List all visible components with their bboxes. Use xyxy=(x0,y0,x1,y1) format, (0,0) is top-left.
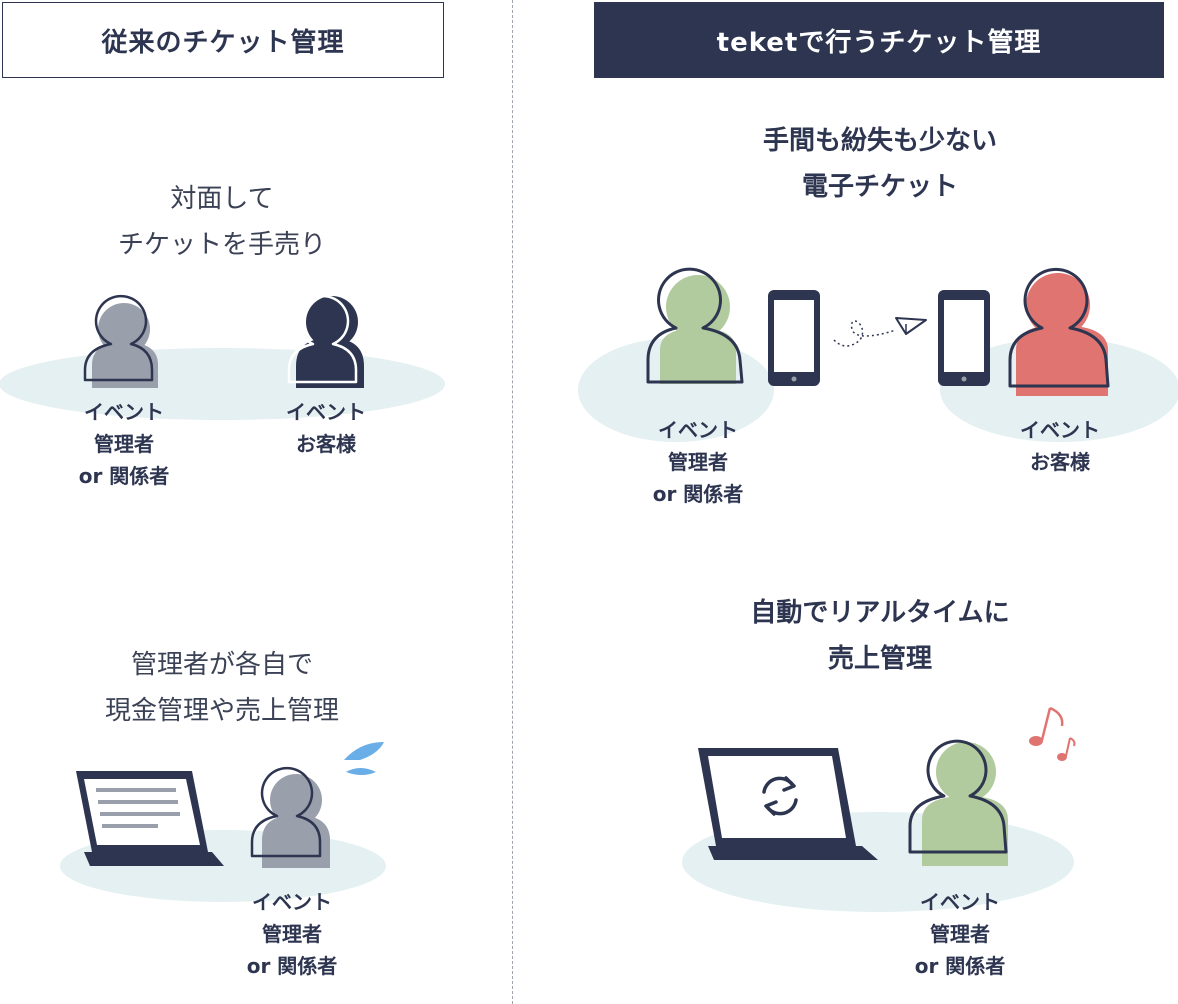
flight-path xyxy=(833,320,897,347)
smartphone-icon xyxy=(938,290,990,386)
label-event-customer: イベント お客様 xyxy=(286,400,366,456)
person-outline-icon xyxy=(250,766,322,858)
caption-face-to-face-sales: 対面して チケットを手売り xyxy=(117,184,326,260)
laptop-icon xyxy=(76,771,224,866)
laptop-icon xyxy=(698,748,878,860)
label-event-staff: イベント 管理者 or 関係者 xyxy=(78,400,170,488)
person-icon xyxy=(660,275,736,384)
person-icon xyxy=(922,742,1008,866)
sweat-icon xyxy=(344,742,384,775)
person-outline-icon xyxy=(83,294,154,382)
header-teket: teketで行うチケット管理 xyxy=(594,2,1164,78)
person-outline-icon xyxy=(646,267,744,384)
sync-icon xyxy=(762,776,798,816)
person-icon xyxy=(1016,273,1108,396)
header-traditional: 従来のチケット管理 xyxy=(2,2,444,78)
label-event-customer: イベント お客様 xyxy=(1020,418,1100,474)
caption-manual-sales-management: 管理者が各自で 現金管理や売上管理 xyxy=(104,650,339,726)
person-icon xyxy=(296,296,364,388)
person-outline-icon xyxy=(287,294,358,384)
label-event-staff: イベント 管理者 or 関係者 xyxy=(652,418,744,506)
music-note-icon xyxy=(1029,706,1076,761)
caption-electronic-ticket: 手間も紛失も少ない 電子チケット xyxy=(762,126,997,202)
caption-realtime-sales-management: 自動でリアルタイムに 売上管理 xyxy=(750,598,1010,674)
label-event-staff: イベント 管理者 or 関係者 xyxy=(914,890,1006,978)
person-outline-icon xyxy=(1008,267,1110,388)
smartphone-icon xyxy=(768,290,820,386)
paper-plane-icon xyxy=(895,317,927,335)
person-outline-icon xyxy=(908,739,1008,854)
label-event-staff: イベント 管理者 or 関係者 xyxy=(246,890,338,978)
center-divider xyxy=(512,0,513,1004)
